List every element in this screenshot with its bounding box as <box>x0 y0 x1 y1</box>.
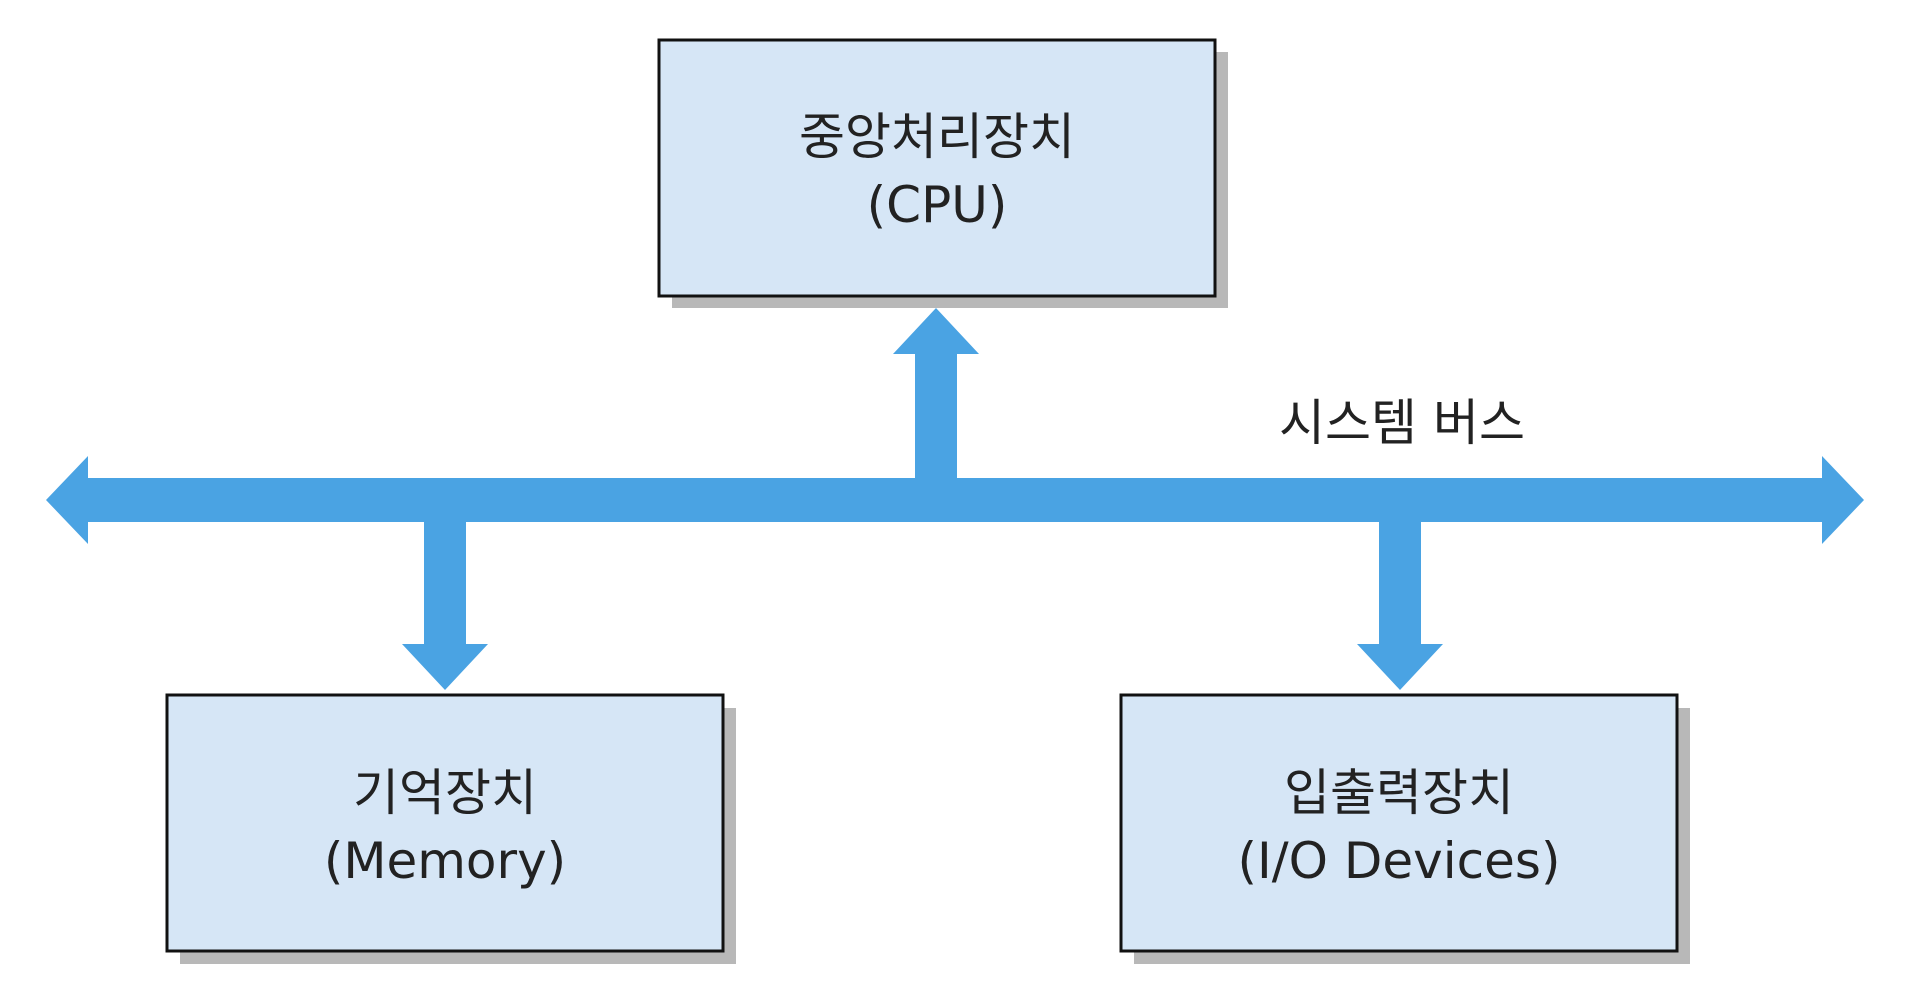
bus-to-memory-arrow <box>402 522 488 690</box>
system-bus-label: 시스템 버스 <box>1279 394 1525 452</box>
cpu-title: 중앙처리장치 <box>799 108 1075 166</box>
io-subtitle: (I/O Devices) <box>1238 832 1561 890</box>
io-title: 입출력장치 <box>1284 764 1514 822</box>
cpu-subtitle: (CPU) <box>867 176 1008 234</box>
memory-node: 기억장치 (Memory) <box>165 693 736 964</box>
io-box <box>1119 693 1679 953</box>
memory-title: 기억장치 <box>353 764 537 822</box>
cpu-box <box>657 38 1217 298</box>
io-node: 입출력장치 (I/O Devices) <box>1119 693 1690 964</box>
memory-box <box>165 693 725 953</box>
bus-to-cpu-arrow <box>893 308 979 478</box>
memory-subtitle: (Memory) <box>324 832 566 890</box>
cpu-node: 중앙처리장치 (CPU) <box>657 38 1228 308</box>
bus-to-io-arrow <box>1357 522 1443 690</box>
